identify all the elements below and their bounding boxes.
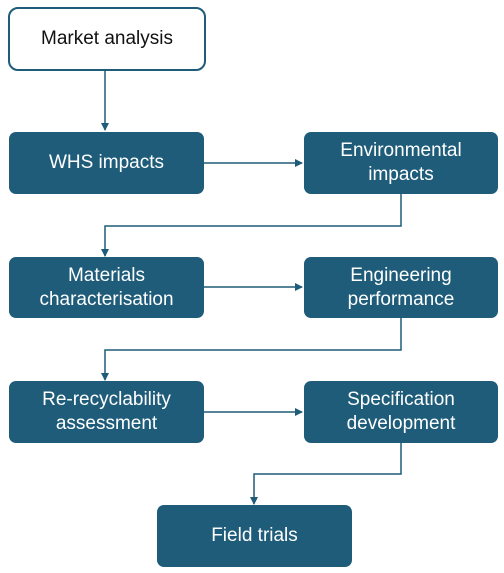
connector-environmental-to-materials — [101, 194, 402, 257]
node-re-recyclability-assessment: Re-recyclability assessment — [9, 381, 204, 443]
node-engineering-performance: Engineering performance — [304, 257, 498, 318]
node-materials-characterisation: Materials characterisation — [9, 257, 204, 318]
node-field-trials: Field trials — [157, 505, 352, 567]
node-whs-impacts: WHS impacts — [9, 132, 204, 194]
connector-engineering-to-rerecyclability — [101, 318, 402, 381]
connector-specification-to-field-trials — [250, 443, 402, 505]
node-market-analysis: Market analysis — [8, 7, 206, 71]
node-environmental-impacts: Environmental impacts — [304, 132, 498, 194]
node-specification-development: Specification development — [304, 381, 498, 443]
